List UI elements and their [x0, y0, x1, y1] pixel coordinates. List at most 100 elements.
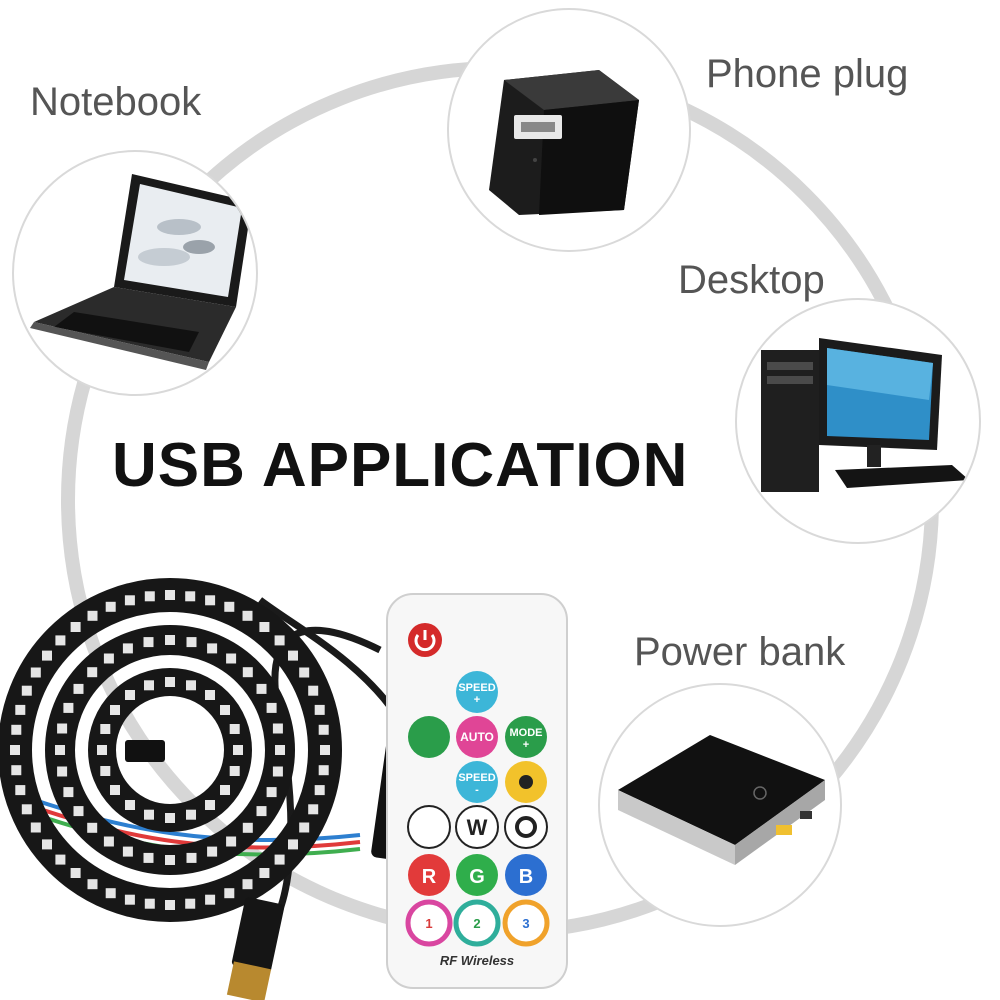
- led-chip: [266, 787, 277, 798]
- led-chip: [11, 724, 22, 735]
- led-chip: [186, 809, 196, 820]
- led-chip: [220, 705, 230, 715]
- green-label: G: [469, 866, 485, 888]
- led-chip: [259, 622, 270, 632]
- white-label: W: [467, 815, 488, 840]
- led-chip: [242, 822, 253, 833]
- mode-up-button[interactable]: [505, 716, 547, 758]
- led-chip: [318, 765, 329, 776]
- led-chip: [165, 900, 175, 910]
- led-chip: [124, 894, 135, 905]
- led-chip: [143, 852, 154, 863]
- led-chip: [185, 591, 196, 602]
- led-chip: [125, 800, 135, 810]
- led-chip: [42, 650, 52, 661]
- scene-2-button[interactable]: [453, 899, 501, 947]
- led-chip: [242, 879, 253, 890]
- led-chip: [143, 637, 154, 648]
- led-chip: [57, 723, 68, 734]
- blue-button[interactable]: [505, 854, 547, 896]
- settings-button[interactable]: [504, 805, 548, 849]
- svg-text:+: +: [474, 694, 480, 706]
- led-chip: [105, 601, 116, 612]
- led-chip: [144, 898, 155, 909]
- led-chip: [165, 813, 175, 823]
- led-chip: [110, 785, 120, 795]
- led-chip: [144, 591, 155, 602]
- led-chip: [320, 745, 330, 755]
- led-chip: [256, 806, 267, 817]
- led-chip: [207, 643, 218, 654]
- led-chip: [110, 705, 120, 715]
- led-chip: [63, 787, 74, 798]
- led-chip: [272, 723, 283, 734]
- led-chip: [272, 766, 283, 777]
- led-chip: [70, 868, 81, 878]
- scene-3-button[interactable]: [502, 899, 550, 947]
- scene-1-label: 1: [425, 916, 432, 931]
- led-chip: [124, 595, 135, 606]
- led-chip: [11, 765, 22, 776]
- notebook-image: [12, 150, 258, 396]
- led-chip: [73, 683, 84, 694]
- led-chip: [318, 724, 329, 735]
- led-chip: [42, 839, 52, 850]
- led-chip: [165, 677, 175, 687]
- auto-button[interactable]: [456, 716, 498, 758]
- green-button[interactable]: [456, 854, 498, 896]
- led-chip: [70, 622, 81, 632]
- led-chip: [10, 745, 20, 755]
- sun-icon: [519, 775, 533, 789]
- led-chip: [100, 766, 111, 776]
- led-chip: [15, 785, 26, 796]
- led-chip: [87, 667, 98, 678]
- mode-down-button[interactable]: [408, 716, 450, 758]
- led-chip: [55, 854, 66, 865]
- led-chip: [242, 667, 253, 678]
- left-button[interactable]: [407, 805, 451, 849]
- led-chip: [233, 745, 243, 755]
- led-chip: [229, 766, 240, 776]
- led-chip: [314, 785, 325, 796]
- phone-plug-label: Phone plug: [706, 52, 909, 96]
- led-chip: [125, 690, 135, 700]
- led-chip: [266, 702, 277, 713]
- led-chip: [226, 836, 237, 847]
- mode-up-label: MODE: [510, 727, 543, 739]
- led-chip: [226, 653, 237, 664]
- blue-label: B: [519, 866, 533, 888]
- phone-plug-image: [447, 8, 691, 252]
- led-chip: [224, 888, 235, 899]
- led-chip: [186, 637, 197, 648]
- red-button[interactable]: [408, 854, 450, 896]
- led-chip: [229, 724, 240, 734]
- remote-control: SPEED + AUTO MODE + SPEED - W R G B 1 2 …: [386, 593, 568, 989]
- page-title: USB APPLICATION: [112, 431, 689, 500]
- power-bank-image: [598, 683, 842, 927]
- led-chip: [275, 745, 285, 755]
- led-chip: [87, 879, 98, 890]
- led-chip: [259, 868, 270, 878]
- led-chip: [87, 610, 98, 621]
- white-button[interactable]: [455, 805, 499, 849]
- remote-brand: RF Wireless: [440, 953, 514, 968]
- led-chip: [30, 667, 41, 678]
- led-chip: [103, 653, 114, 664]
- led-chip: [21, 804, 32, 815]
- led-chip: [314, 704, 325, 715]
- led-chip: [207, 846, 218, 857]
- speed-up-label: SPEED: [458, 682, 495, 694]
- led-chip: [224, 601, 235, 612]
- speed-down-button[interactable]: [456, 761, 498, 803]
- speed-up-button[interactable]: [456, 671, 498, 713]
- led-chip: [274, 635, 285, 646]
- led-chip: [185, 898, 196, 909]
- led-chip: [144, 809, 154, 820]
- led-chip: [87, 822, 98, 833]
- scene-1-button[interactable]: [405, 899, 453, 947]
- desktop-label: Desktop: [678, 258, 825, 302]
- led-chip: [205, 690, 215, 700]
- led-chip: [288, 839, 298, 850]
- led-chip: [205, 894, 216, 905]
- led-chip: [144, 680, 154, 691]
